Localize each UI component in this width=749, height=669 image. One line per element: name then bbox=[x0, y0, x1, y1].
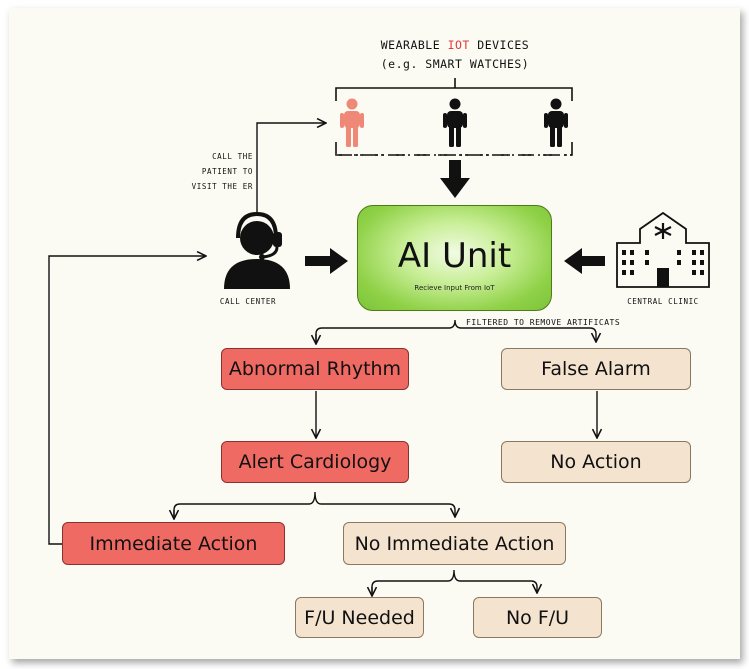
arrow-clinic-to-ai bbox=[564, 248, 605, 274]
ai-unit-title: AI Unit bbox=[397, 236, 512, 276]
brace-no-immediate-action bbox=[371, 569, 537, 593]
central-clinic-label: CENTRAL CLINIC bbox=[627, 297, 699, 306]
fu-needed-node: F/U Needed bbox=[295, 597, 424, 638]
person-icon bbox=[443, 98, 467, 147]
alert-cardiology-node: Alert Cardiology bbox=[221, 441, 409, 483]
hospital-building-icon bbox=[616, 211, 710, 288]
call-note-line: VISIT THE ER bbox=[191, 182, 253, 191]
call-note-line: PATIENT TO bbox=[201, 167, 253, 176]
devices-title: WEARABLE IoT DEVICES (e.g. SMART WATCHES… bbox=[330, 36, 580, 74]
call-center-label: CALL CENTER bbox=[219, 297, 277, 306]
headset-agent-icon bbox=[224, 211, 290, 289]
brace-alert-cardiology bbox=[173, 491, 455, 517]
call-note-line: CALL THE bbox=[212, 152, 253, 161]
call-patient-note: CALL THE PATIENT TO VISIT THE ER bbox=[185, 149, 253, 194]
devices-title-prefix: WEARABLE bbox=[380, 38, 448, 52]
abnormal-rhythm-node: Abnormal Rhythm bbox=[221, 348, 409, 390]
immediate-action-node: Immediate Action bbox=[62, 522, 285, 565]
arrow-devices-to-ai bbox=[440, 160, 470, 198]
no-immediate-action-node: No Immediate Action bbox=[343, 522, 566, 565]
devices-title-iot: IoT bbox=[447, 38, 470, 52]
brace-ai-unit bbox=[315, 319, 596, 342]
arrow-immediate-to-call-center bbox=[48, 256, 206, 545]
false-alarm-node: False Alarm bbox=[501, 348, 691, 390]
filter-label: FILTERED TO REMOVE ARTIFICATS bbox=[466, 318, 621, 327]
ai-unit-subtitle: Recieve Input From IoT bbox=[414, 284, 495, 292]
ai-unit-node: AI Unit Recieve Input From IoT bbox=[357, 205, 552, 311]
no-fu-node: No F/U bbox=[473, 597, 602, 638]
person-icon bbox=[544, 98, 568, 147]
devices-title-suffix: DEVICES bbox=[469, 38, 530, 52]
arrow-callcenter-to-ai bbox=[305, 248, 348, 274]
person-icon-highlighted bbox=[340, 98, 364, 147]
arrow-call-to-patient bbox=[256, 123, 326, 212]
devices-subtitle: (e.g. SMART WATCHES) bbox=[380, 57, 530, 71]
no-action-node: No Action bbox=[501, 441, 691, 483]
